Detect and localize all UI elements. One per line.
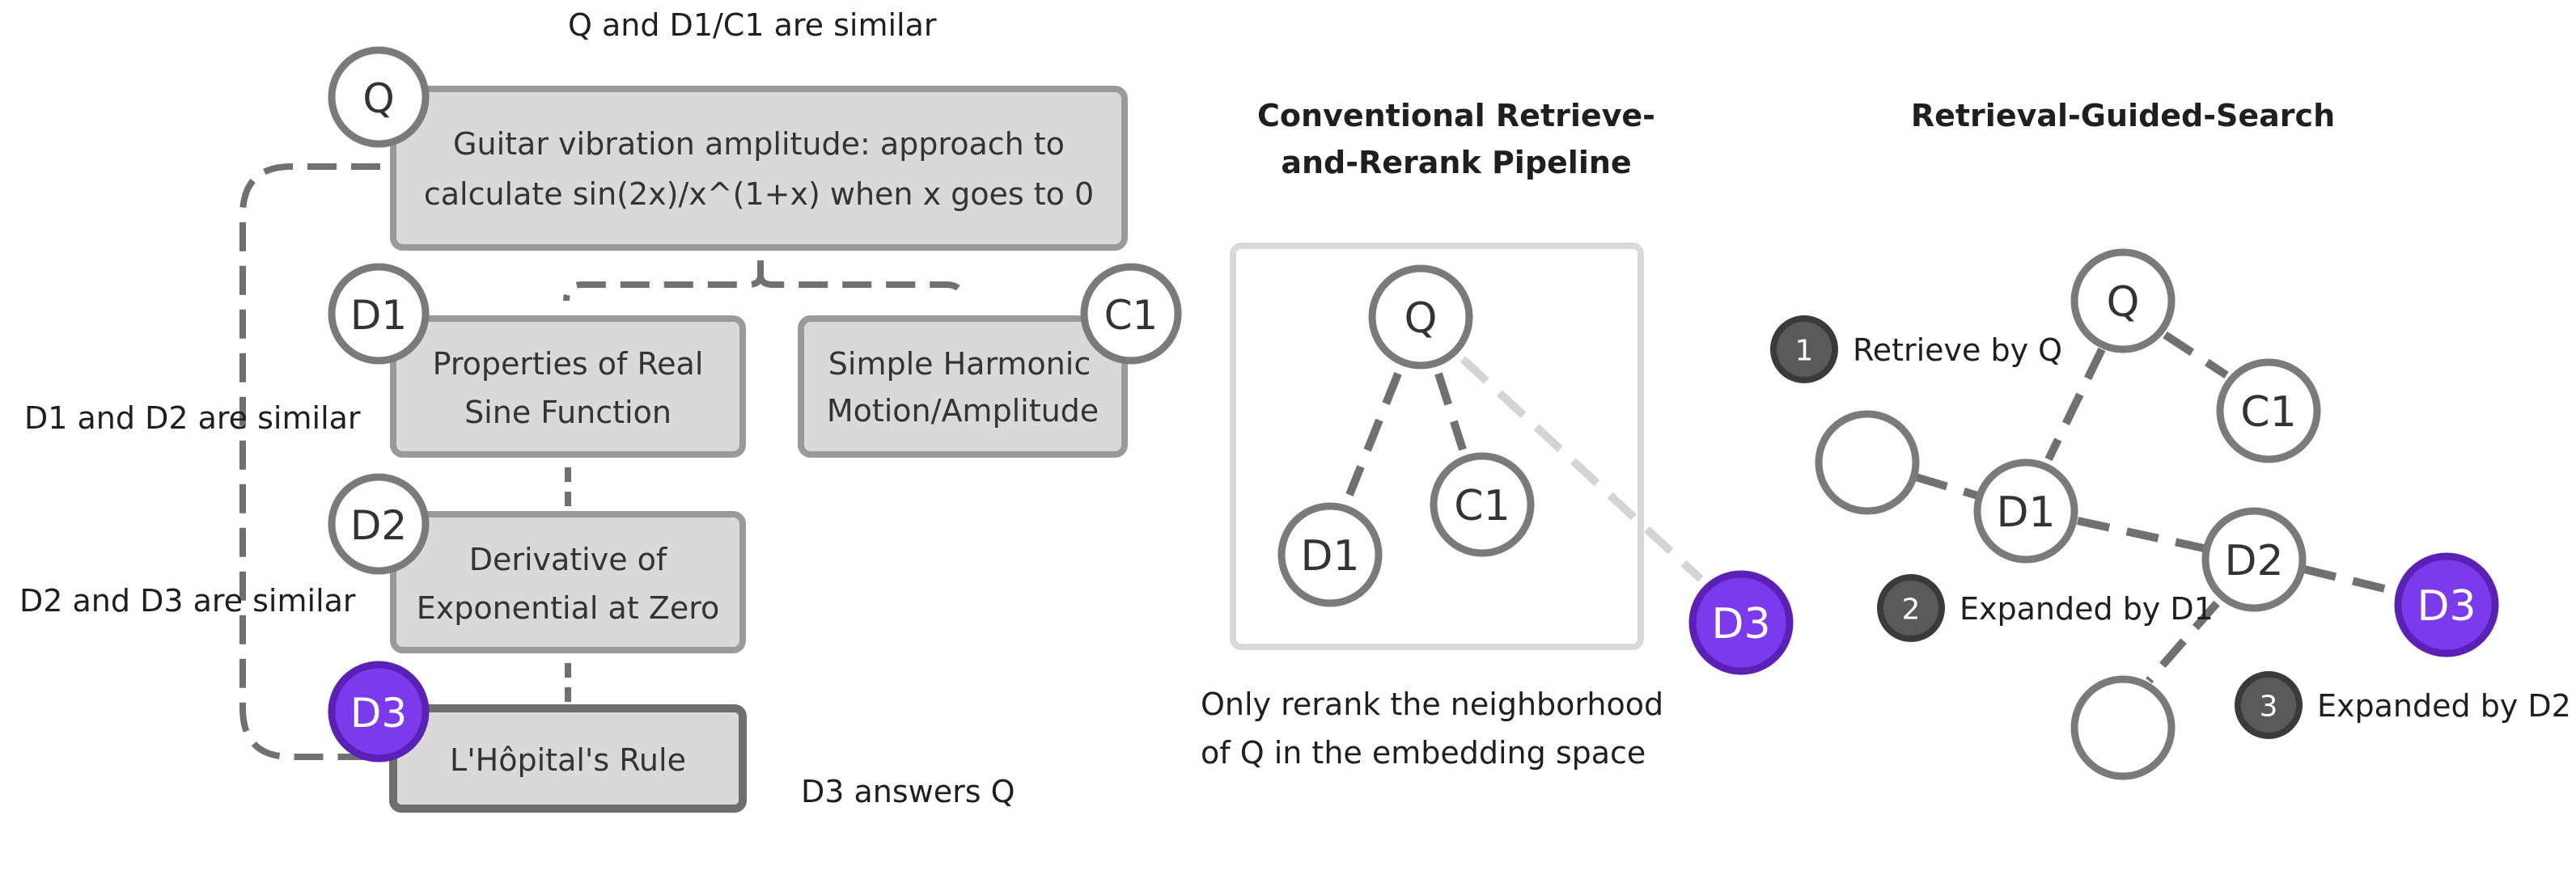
c1-node [1080, 263, 1182, 365]
mid-d3-node-label: D3 [1711, 600, 1770, 649]
middle-caption-line2: of Q in the embedding space [1201, 735, 1646, 771]
caption-d2-d3-similar: D2 and D3 are similar [19, 583, 356, 619]
d1-node [328, 263, 430, 365]
step-2-label: Expanded by D1 [1960, 591, 2214, 627]
rgs-d2-node [2201, 507, 2307, 612]
q-box-line1: Guitar vibration amplitude: approach to [453, 126, 1065, 162]
mid-c1-node [1430, 452, 1535, 557]
d1-box-line2: Sine Function [464, 395, 672, 430]
rgs-d2-empty-edge [2146, 600, 2220, 684]
d2-node [328, 473, 430, 575]
step-1-number: 1 [1795, 335, 1814, 368]
q-box [390, 86, 1128, 251]
step-3-label: Expanded by D2 [2317, 688, 2571, 724]
rgs-empty-node-bottom [2070, 675, 2176, 780]
step-2-number: 2 [1902, 594, 1921, 627]
step-3: 3 Expanded by D2 [2235, 671, 2571, 739]
step-1-badge [1770, 315, 1838, 383]
mid-d3-node [1688, 570, 1794, 675]
step-2: 2 Expanded by D1 [1877, 574, 2214, 642]
c1-box-line1: Simple Harmonic [828, 346, 1091, 382]
rgs-d1-node-label: D1 [1996, 488, 2055, 537]
c1-box [798, 315, 1128, 458]
c1-box-line2: Motion/Amplitude [827, 393, 1099, 429]
mid-d1-node-label: D1 [1300, 532, 1359, 581]
q-to-d1-c1-brace [563, 260, 966, 302]
middle-title-line1: Conventional Retrieve- [1257, 98, 1655, 133]
step-2-badge [1877, 574, 1945, 642]
rgs-q-d1-edge [2044, 347, 2106, 462]
rgs-d1-node [1973, 458, 2078, 564]
d2-box [390, 511, 746, 653]
step-3-number: 3 [2260, 691, 2278, 724]
rgs-q-node-label: Q [2107, 278, 2140, 327]
mid-q-d1-edge [1345, 372, 1402, 496]
middle-title-line2: and-Rerank Pipeline [1281, 145, 1631, 180]
rgs-d2-d3-edge [2303, 565, 2400, 596]
left-panel: Guitar vibration amplitude: approach to … [19, 7, 1182, 813]
q-to-d3-bracket [239, 163, 380, 760]
caption-d1-d2-similar: D1 and D2 are similar [24, 400, 361, 436]
mid-q-c1-edge [1434, 372, 1467, 451]
d2-node-label: D2 [350, 502, 407, 549]
rgs-c1-node [2216, 358, 2321, 463]
rgs-q-node [2070, 248, 2176, 353]
middle-panel: Conventional Retrieve- and-Rerank Pipeli… [1201, 98, 1794, 771]
mid-c1-node-label: C1 [1454, 482, 1510, 530]
d2-box-line1: Derivative of [469, 542, 668, 577]
mid-q-d3-edge [1460, 356, 1704, 582]
rgs-d3-node [2394, 552, 2499, 657]
step-1-label: Retrieve by Q [1853, 332, 2062, 368]
d3-node-label: D3 [350, 690, 407, 737]
step-1: 1 Retrieve by Q [1770, 315, 2062, 383]
c1-node-label: C1 [1104, 292, 1159, 339]
right-title: Retrieval-Guided-Search [1911, 98, 2335, 133]
mid-q-node [1368, 264, 1473, 370]
caption-d3-answers: D3 answers Q [801, 774, 1015, 809]
d1-node-label: D1 [350, 292, 407, 339]
d3-node [328, 661, 430, 763]
d2-box-line2: Exponential at Zero [417, 590, 720, 626]
caption-q-similar: Q and D1/C1 are similar [568, 7, 937, 43]
q-box-line2: calculate sin(2x)/x^(1+x) when x goes to… [424, 176, 1094, 212]
rgs-d2-node-label: D2 [2224, 537, 2283, 585]
right-panel: Retrieval-Guided-Search Q C1 D1 D2 D3 1 … [1770, 98, 2571, 780]
rgs-empty-node-left [1815, 410, 1920, 515]
d1-box-line1: Properties of Real [433, 346, 704, 382]
q-node-label: Q [362, 75, 394, 122]
d3-box-line1: L'Hôpital's Rule [450, 742, 686, 778]
rgs-d1-d2-edge [2076, 517, 2205, 552]
rgs-d3-node-label: D3 [2417, 582, 2476, 631]
rgs-empty-d1-edge [1914, 473, 1982, 501]
rgs-q-c1-edge [2163, 331, 2229, 379]
d1-box [390, 315, 746, 458]
middle-caption-line1: Only rerank the neighborhood [1201, 687, 1663, 722]
step-3-badge [2235, 671, 2303, 739]
q-node [328, 46, 430, 148]
mid-d1-node [1277, 502, 1383, 607]
rgs-c1-node-label: C1 [2240, 388, 2296, 437]
mid-q-node-label: Q [1405, 294, 1438, 343]
